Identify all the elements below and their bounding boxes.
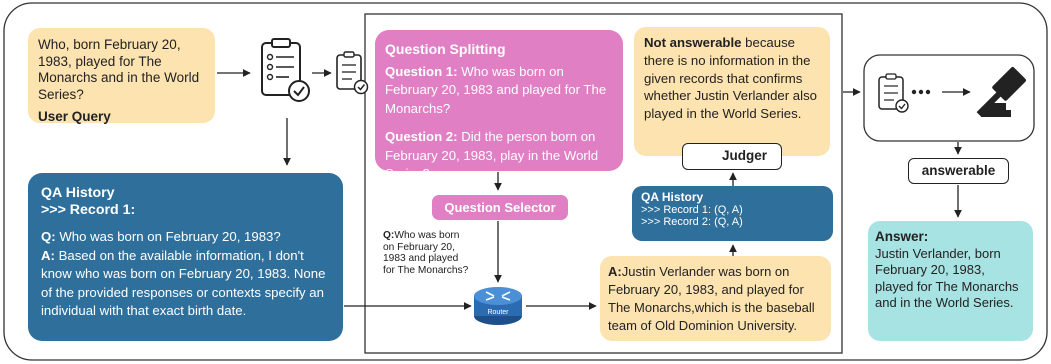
not-answerable-box: Not answerable because there is no infor… [634, 27, 830, 156]
ellipsis-icon [911, 89, 931, 95]
question-1-text: Who was born on February 20, 1983 and pl… [385, 63, 607, 116]
outer-frame [3, 2, 1048, 361]
question-splitting-box: Question Splitting Question 1: Who was b… [375, 30, 623, 181]
qa-history-title: QA History [41, 185, 115, 201]
user-query-label: User Query [38, 109, 111, 124]
gavel-icon [976, 67, 1026, 117]
final-answer-box: Answer: Justin Verlander, born February … [868, 221, 1033, 341]
router-label: Router [487, 309, 509, 316]
clipboard-check-icon [878, 73, 909, 113]
question-selector: Question Selector [432, 195, 568, 220]
qa-history-mini: QA History >>> Record 1: (Q, A) >>> Reco… [632, 186, 833, 241]
question-splitting-title: Question Splitting [385, 41, 506, 57]
q-text: Who was born on February 20, 1983? [55, 229, 281, 244]
not-answerable-text: because there is no information in the g… [644, 35, 818, 122]
center-panel [364, 13, 843, 354]
question-2-text: Did the person born on February 20, 1983… [385, 129, 599, 181]
clipboard-check-icon [336, 51, 369, 95]
final-answer-title: Answer: [875, 229, 929, 244]
a-text: Based on the available information, I do… [41, 247, 326, 319]
qa-history-record-1: >>> Record 1: (Q, A) [641, 203, 743, 216]
clipboard-check-icon [261, 38, 310, 102]
answerable-label: answerable [908, 158, 1009, 184]
judger-label: Judger [722, 148, 768, 163]
q-label: Q: [41, 229, 56, 244]
router-answer-label: A: [608, 264, 622, 279]
qa-history-panel: QA History >>> Record 1: Q: Who was born… [28, 173, 343, 341]
router-icon: Router [474, 287, 522, 325]
qa-history-mini-title: QA History [641, 190, 704, 204]
question-1-label: Question 1: [385, 63, 458, 79]
a-label: A: [41, 247, 55, 263]
selected-question: Q:Who was born on February 20, 1983 and … [383, 230, 473, 276]
selected-q-text: Who was born on February 20, 1983 and pl… [383, 230, 469, 276]
user-query-text: Who, born February 20, 1983, played for … [38, 37, 200, 102]
router-answer-text: Justin Verlander was born on February 20… [608, 264, 815, 333]
qa-history-record-2: >>> Record 2: (Q, A) [641, 216, 743, 228]
qa-history-record: >>> Record 1: [41, 201, 136, 218]
judger-box [682, 143, 782, 170]
question-2-label: Question 2: [385, 129, 458, 144]
router-answer-box: A:Justin Verlander was born on February … [600, 256, 831, 341]
right-panel [863, 54, 1035, 142]
selected-q-label: Q: [383, 230, 395, 241]
user-query-box: Who, born February 20, 1983, played for … [28, 28, 215, 124]
not-answerable-label: Not answerable [644, 35, 742, 50]
final-answer-text: Justin Verlander, born February 20, 1983… [875, 245, 1019, 311]
